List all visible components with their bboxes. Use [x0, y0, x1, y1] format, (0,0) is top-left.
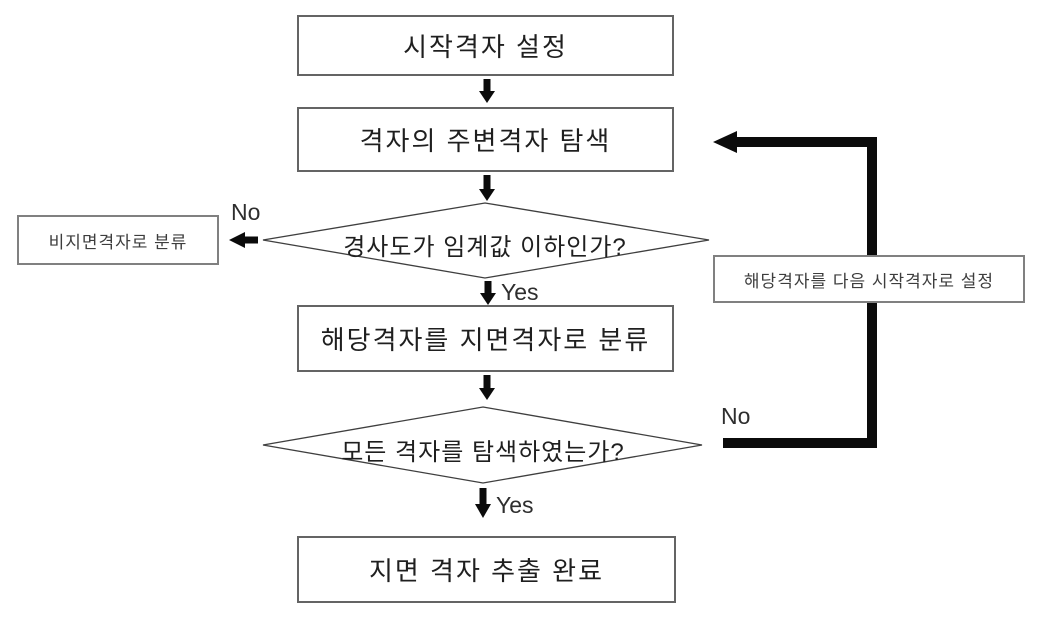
node-classify-non-ground-label: 비지면격자로 분류	[48, 232, 188, 252]
edge-label-slope-yes: Yes	[501, 279, 539, 305]
edge-label-all-yes: Yes	[496, 492, 534, 518]
edge-label-slope-no: No	[231, 199, 261, 225]
arrow-down-slope-yes-icon	[480, 281, 496, 305]
node-set-next-start-label: 해당격자를 다음 시작격자로 설정	[743, 271, 995, 291]
node-classify-ground: 해당격자를 지면격자로 분류	[297, 305, 674, 372]
arrow-down-all-yes-icon	[475, 488, 491, 518]
node-search-neighbors-label: 격자의 주변격자 탐색	[359, 126, 612, 156]
arrow-down-search-to-slope-icon	[479, 175, 495, 201]
node-start-label: 시작격자 설정	[403, 32, 568, 62]
node-classify-non-ground: 비지면격자로 분류	[17, 215, 219, 265]
node-start: 시작격자 설정	[297, 15, 674, 76]
node-classify-ground-label: 해당격자를 지면격자로 분류	[320, 325, 651, 355]
node-complete: 지면 격자 추출 완료	[297, 536, 676, 603]
arrow-down-start-to-search-icon	[479, 79, 495, 103]
node-complete-label: 지면 격자 추출 완료	[368, 556, 605, 586]
node-set-next-start: 해당격자를 다음 시작격자로 설정	[713, 255, 1025, 303]
decision-slope-shape	[262, 202, 710, 279]
arrow-left-slope-no-icon	[229, 232, 258, 248]
loop-arrowhead-icon	[713, 131, 737, 153]
arrow-down-ground-to-all-icon	[479, 375, 495, 400]
node-search-neighbors: 격자의 주변격자 탐색	[297, 107, 674, 172]
decision-all-shape	[262, 406, 703, 484]
edge-label-all-no: No	[721, 403, 751, 429]
